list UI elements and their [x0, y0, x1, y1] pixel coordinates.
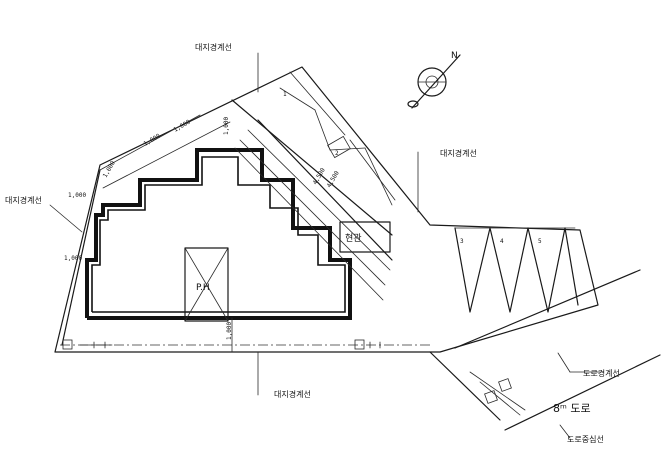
- parking-label: P.H: [196, 283, 210, 293]
- stall-1: 1: [283, 91, 287, 98]
- dim-diag-2: 1,000: [173, 118, 192, 133]
- entrance-label: 현관: [345, 233, 362, 244]
- label-boundary-bottom: 대지경계선: [274, 389, 311, 399]
- dim-bottom: 1,000: [226, 322, 233, 340]
- label-boundary-left: 대지경계선: [5, 195, 42, 205]
- stall-4: 4: [500, 238, 504, 245]
- dim-top-offset: 1,000: [223, 117, 230, 135]
- stall-3: 3: [460, 238, 464, 245]
- label-boundary-right: 대지경계선: [440, 148, 477, 158]
- road-center-label: 도로중심선: [567, 434, 604, 444]
- bottom-axis: [60, 339, 430, 350]
- dim-left-a: 1,000: [68, 192, 86, 199]
- north-arrow-icon: N: [407, 51, 461, 109]
- road-name-label: 8ᵐ 도로: [553, 402, 591, 415]
- stall-2: 2: [335, 150, 339, 157]
- site-boundary: [54, 66, 599, 353]
- dim-right-b: 4,500: [326, 170, 341, 189]
- stall-5: 5: [538, 238, 542, 245]
- label-boundary-top: 대지경계선: [195, 42, 232, 52]
- road-boundary-label: 도로경계선: [583, 368, 620, 378]
- building-footprint: [85, 148, 352, 320]
- entrance-box: 현관: [339, 221, 391, 253]
- right-parking-stalls: 3 4 5: [454, 227, 579, 313]
- parking-house: P.H: [184, 247, 229, 322]
- road: 도로경계선 8ᵐ 도로 도로중심선: [429, 269, 661, 444]
- diagonal-parking-strip: 1 2: [231, 71, 396, 301]
- dim-diag-1: 1,000: [143, 132, 162, 147]
- boundary-labels: 대지경계선 대지경계선 대지경계선 대지경계선: [5, 42, 477, 399]
- dim-left-b: 1,000: [64, 255, 82, 262]
- north-label: N: [451, 51, 458, 61]
